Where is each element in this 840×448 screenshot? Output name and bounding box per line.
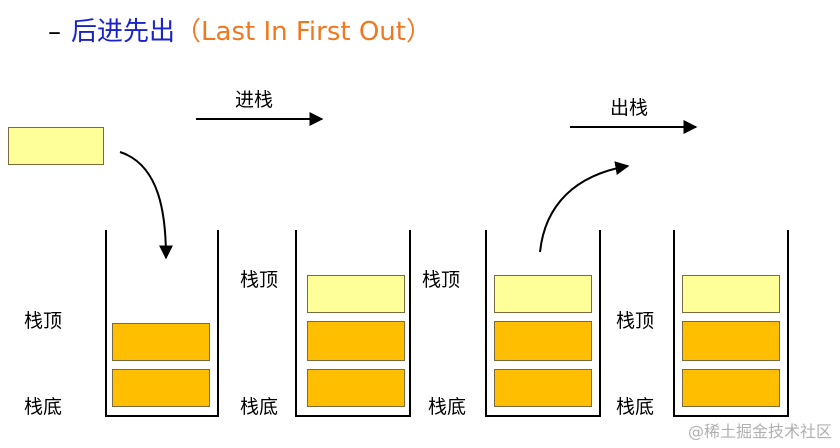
stack1-element-2 [112, 323, 210, 361]
stack-container-1 [105, 230, 219, 417]
stack2-element-2 [307, 321, 405, 361]
stack2-top-label: 栈顶 [240, 269, 279, 291]
stack1-element-1 [112, 369, 210, 407]
stack2-element-1 [307, 369, 405, 407]
pop-curve-arrow [539, 161, 630, 253]
title-close-paren: ） [405, 17, 432, 47]
incoming-element [8, 127, 104, 165]
stack4-element-3 [682, 275, 780, 313]
pop-label: 出栈 [610, 97, 649, 119]
stack1-top-label: 栈顶 [24, 310, 63, 332]
stack4-top-label: 栈顶 [616, 310, 655, 332]
stack3-top-label: 栈顶 [422, 269, 461, 291]
title-dash: – [48, 17, 61, 47]
stack-container-2 [295, 230, 411, 417]
stack2-bottom-label: 栈底 [240, 396, 279, 418]
stack-container-4 [673, 230, 789, 417]
stack2-element-3 [307, 275, 405, 313]
stack3-bottom-label: 栈底 [428, 396, 467, 418]
stack3-element-3 [494, 275, 592, 313]
title-chinese: 后进先出 [71, 17, 176, 47]
push-curve-arrow [119, 151, 173, 260]
stack-container-3 [485, 230, 601, 417]
push-label: 进栈 [235, 89, 274, 111]
stack4-bottom-label: 栈底 [616, 396, 655, 418]
stack3-element-1 [494, 369, 592, 407]
stack3-element-2 [494, 321, 592, 361]
stack4-element-2 [682, 321, 780, 361]
watermark: @稀土掘金技术社区 [687, 422, 832, 441]
page-title: –后进先出（Last In First Out） [48, 12, 432, 52]
title-open-paren: （ [175, 17, 202, 47]
stack1-bottom-label: 栈底 [24, 396, 63, 418]
title-english: Last In First Out [201, 17, 406, 47]
stack4-element-1 [682, 369, 780, 407]
